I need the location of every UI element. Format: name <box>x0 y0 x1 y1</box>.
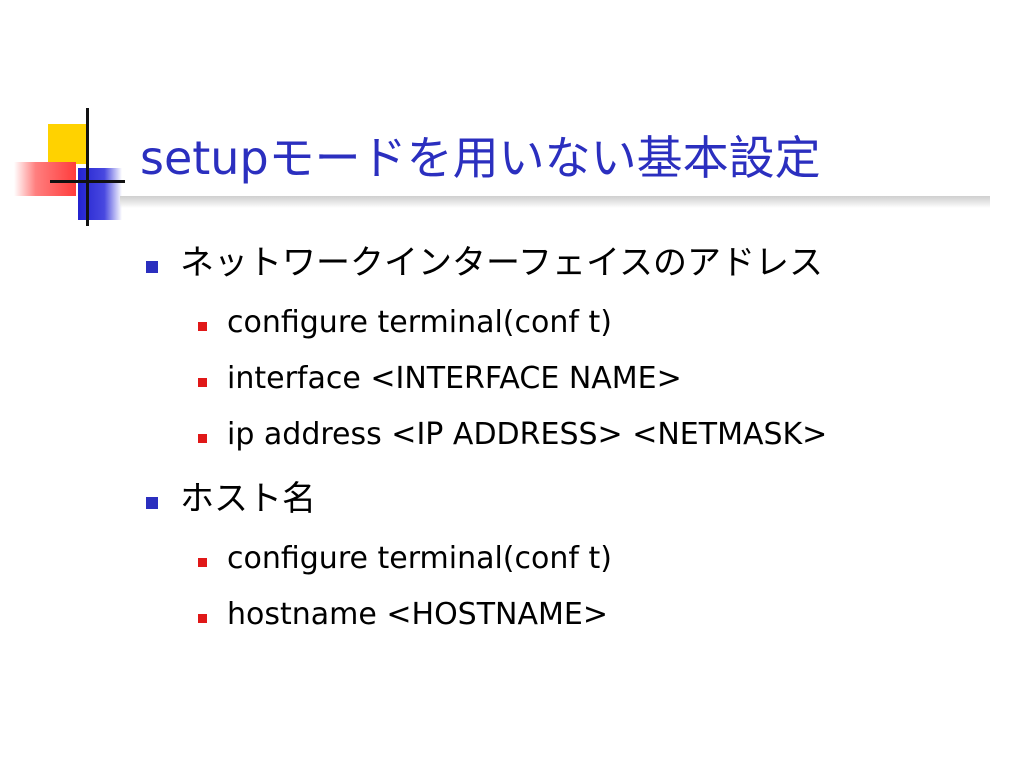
bullet-item-level2: configure terminal(conf t) <box>227 541 612 576</box>
bullet-item-level1: ホスト名 <box>180 479 316 519</box>
decorative-logo <box>0 0 160 240</box>
bullet-marker-level2 <box>198 378 207 387</box>
bullet-marker-level1 <box>146 497 158 509</box>
bullet-marker-level2 <box>198 322 207 331</box>
bullet-marker-level2 <box>198 434 207 443</box>
bullet-marker-level2 <box>198 558 207 567</box>
bullet-item-level2: hostname <HOSTNAME> <box>227 597 608 632</box>
bullet-item-level2: configure terminal(conf t) <box>227 305 612 340</box>
yellow-square-decoration <box>48 124 88 164</box>
bullet-marker-level2 <box>198 614 207 623</box>
blue-square-decoration <box>78 168 122 220</box>
slide-title: setupモードを用いない基本設定 <box>140 131 821 185</box>
horizontal-line-decoration <box>50 180 125 183</box>
bullet-marker-level1 <box>146 261 158 273</box>
bullet-item-level2: interface <INTERFACE NAME> <box>227 361 682 396</box>
bullet-item-level2: ip address <IP ADDRESS> <NETMASK> <box>227 417 828 452</box>
bullet-item-level1: ネットワークインターフェイスのアドレス <box>180 243 823 283</box>
title-underline <box>120 196 990 208</box>
red-square-decoration <box>14 162 76 196</box>
vertical-line-decoration <box>86 108 89 226</box>
